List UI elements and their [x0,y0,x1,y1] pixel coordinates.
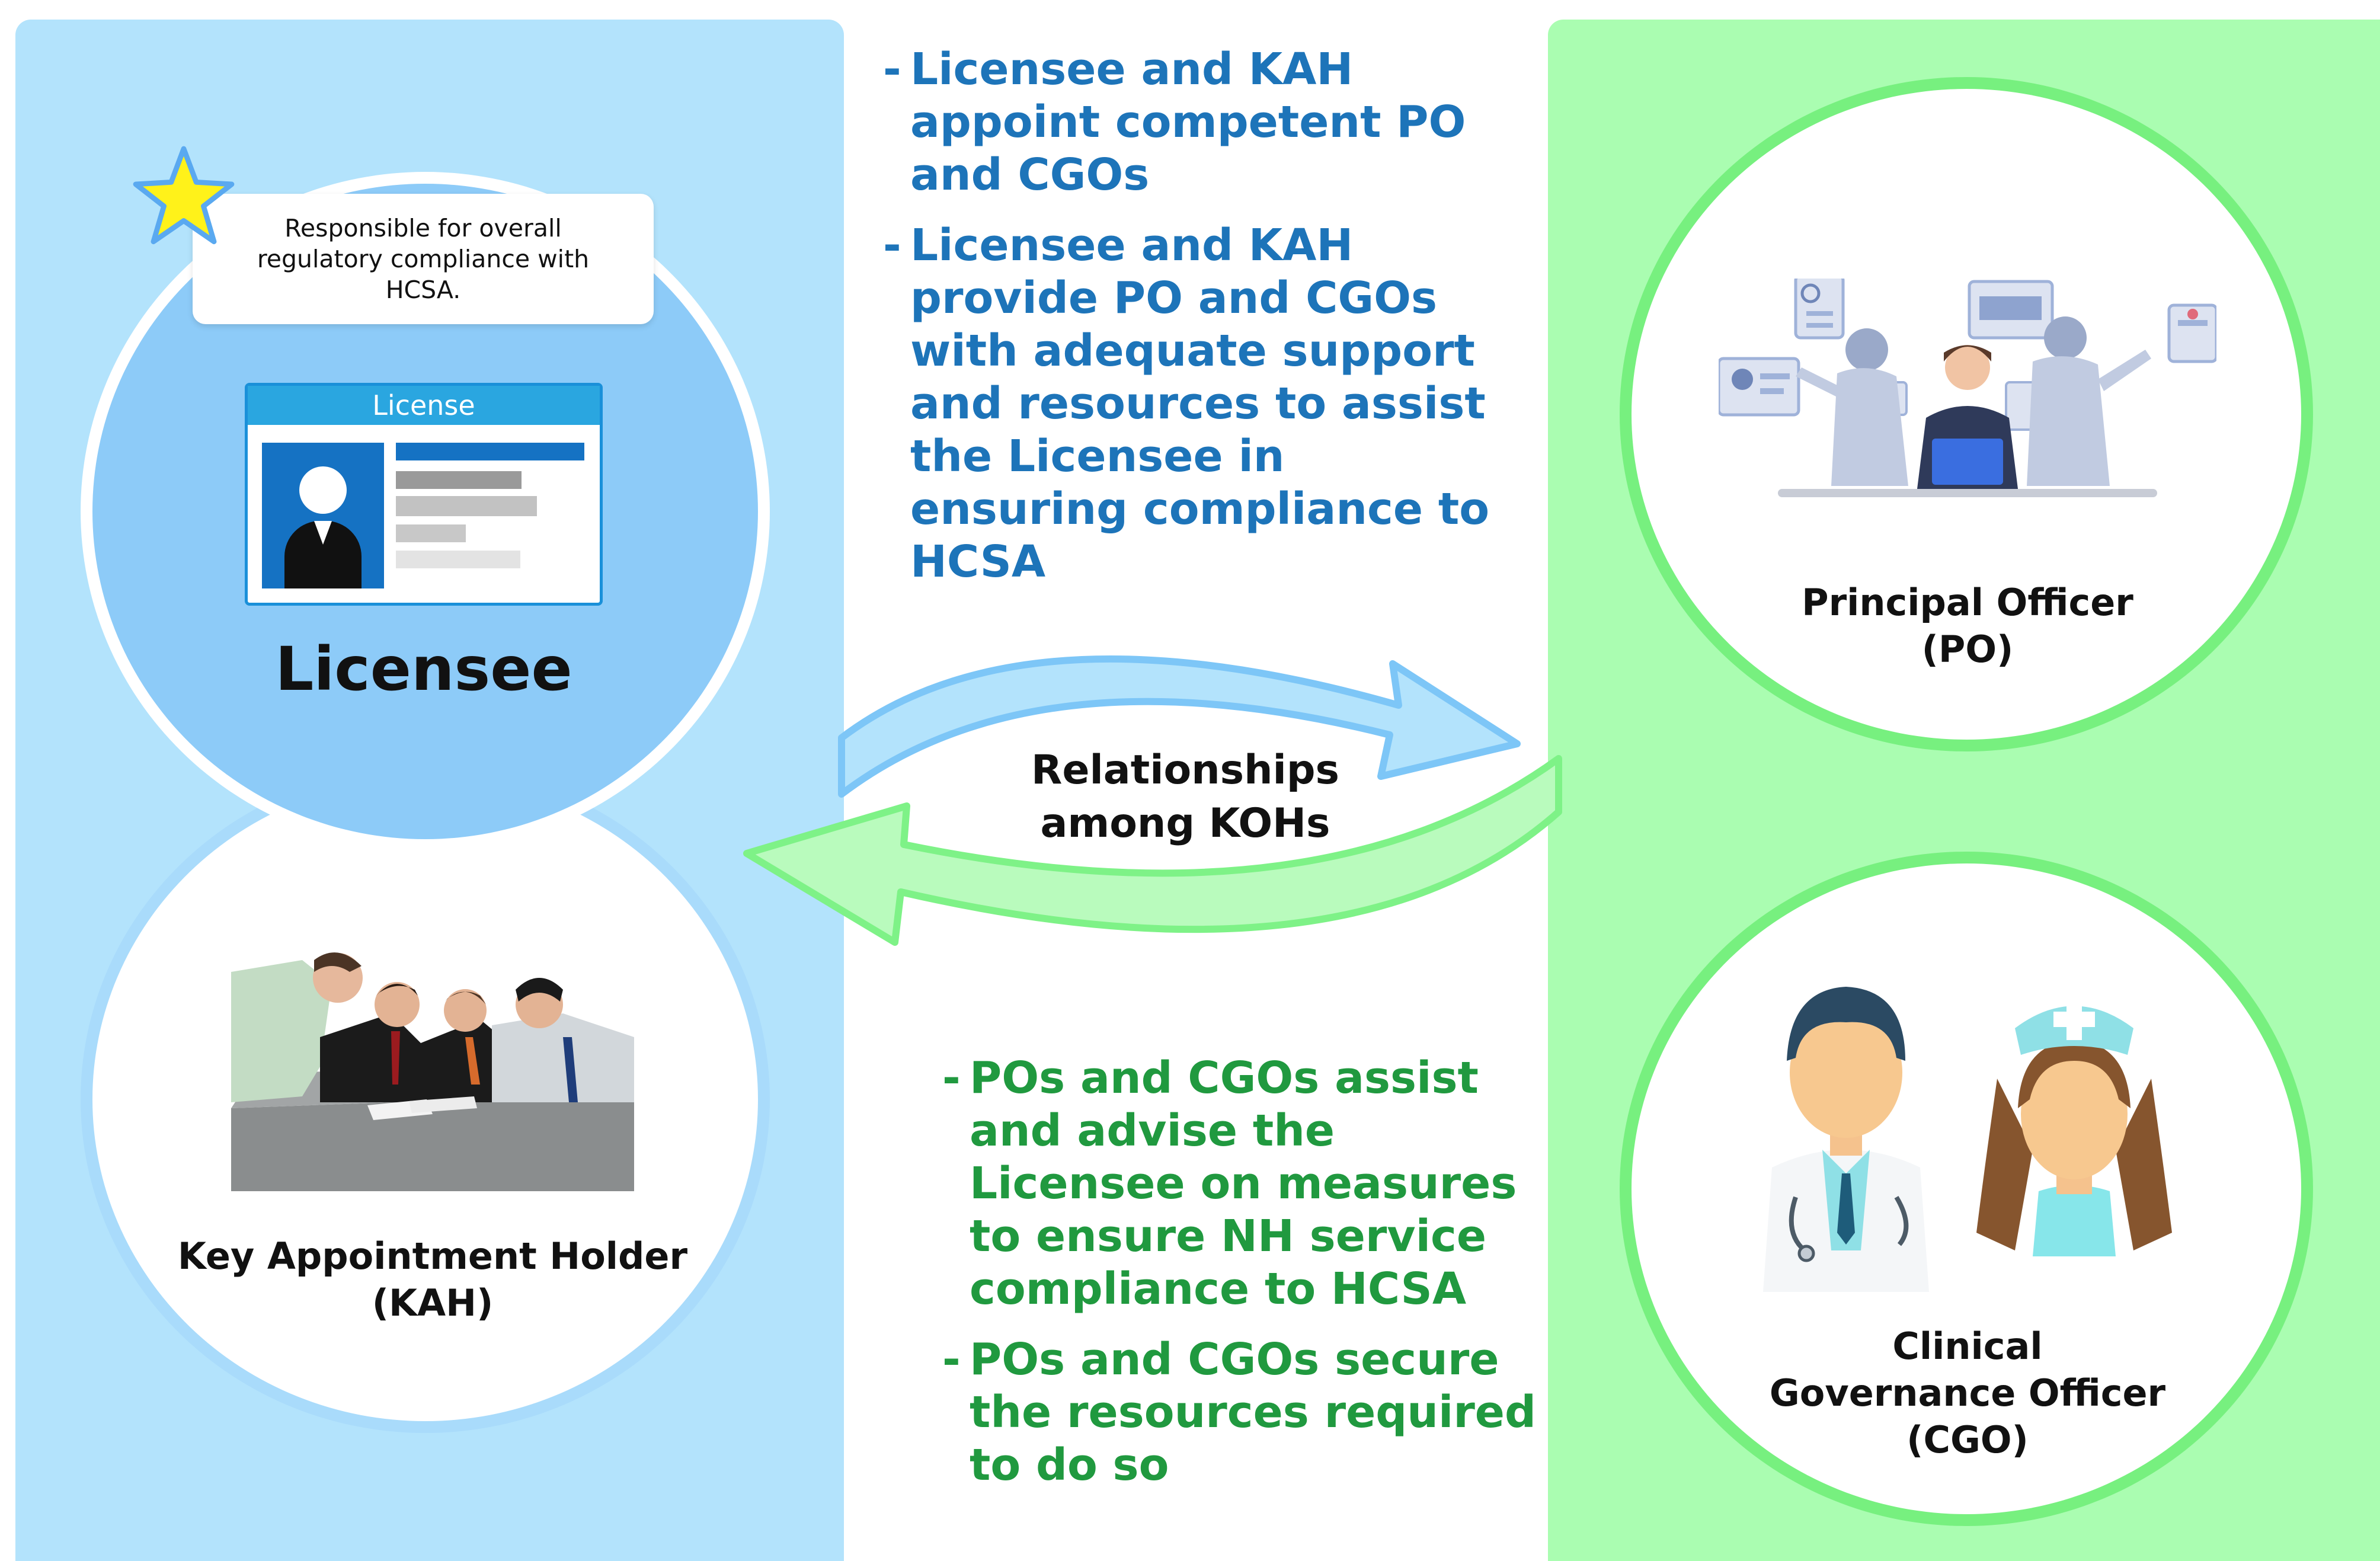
blue-arrow [838,655,1521,798]
list-item: - Licensee and KAH provide PO and CGOs w… [883,219,1499,588]
bullet-text: POs and CGOs secure the resources requir… [970,1334,1536,1490]
cgo-label-line1: Clinical [1892,1325,2043,1368]
avatar [262,443,384,588]
licensee-title: Licensee [275,634,572,705]
list-item: - POs and CGOs secure the resources requ… [942,1333,1547,1492]
license-card-icon: License [245,383,603,606]
bullet-text: POs and CGOs assist and advise the Licen… [970,1053,1517,1314]
office-workers-icon [1719,279,2216,497]
center-label-line2: among KOHs [1040,800,1330,847]
list-item: - POs and CGOs assist and advise the Lic… [942,1052,1547,1316]
green-arrow [743,755,1562,946]
cgo-label-line2: Governance Officer [1769,1371,2166,1415]
center-label: Relationships among KOHs [925,744,1446,850]
doctor-icon [1763,987,1929,1292]
licensee-callout-text: Responsible for overall regulatory compl… [257,214,590,304]
bullet-text: Licensee and KAH appoint competent PO an… [910,44,1466,200]
po-label-line2: (PO) [1921,628,2014,671]
po-label: Principal Officer (PO) [1707,579,2228,673]
kah-label: Key Appointment Holder (KAH) [148,1233,717,1326]
bullet-marker: - [883,220,901,271]
meeting-people-icon [231,952,634,1191]
center-label-line1: Relationships [1031,747,1339,794]
bullet-text: Licensee and KAH provide PO and CGOs wit… [910,220,1490,587]
po-label-line1: Principal Officer [1802,581,2133,624]
bullet-marker: - [883,44,901,95]
kah-label-line2: (KAH) [372,1281,494,1325]
po-cgo-duties: - POs and CGOs assist and advise the Lic… [942,1052,1547,1509]
cgo-label: Clinical Governance Officer (CGO) [1677,1323,2258,1463]
relationship-arrows [743,655,1562,946]
bullet-marker: - [942,1334,961,1385]
license-card-header: License [248,386,600,425]
nurse-icon [1976,999,2172,1256]
list-item: - Licensee and KAH appoint competent PO … [883,43,1499,201]
licensee-callout: Responsible for overall regulatory compl… [193,194,654,324]
licensee-kah-duties: - Licensee and KAH appoint competent PO … [883,43,1499,606]
bullet-marker: - [942,1053,961,1103]
kah-label-line1: Key Appointment Holder [177,1234,688,1278]
cgo-label-line3: (CGO) [1906,1418,2029,1461]
star-icon [133,146,235,245]
